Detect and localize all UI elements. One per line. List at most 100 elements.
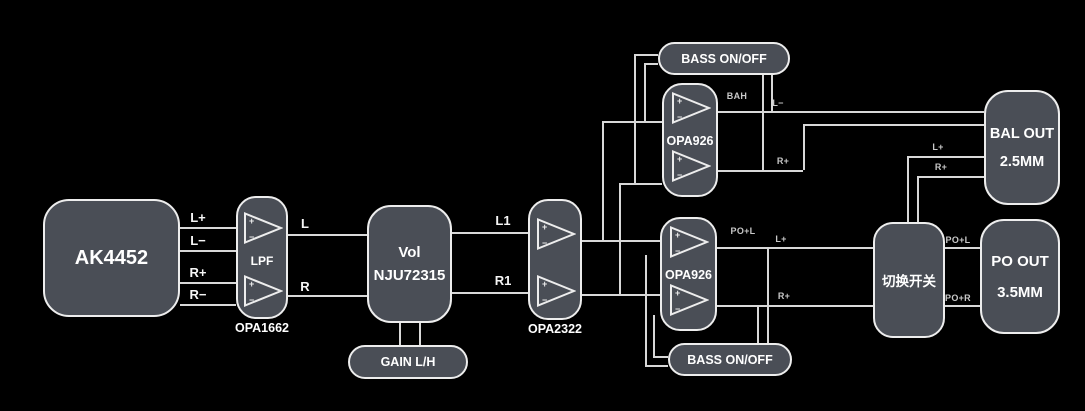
opamp-triangle-icon: + − bbox=[672, 150, 711, 182]
amp-opa926-top-block: + − OPA926 + − bbox=[662, 83, 718, 197]
opamp-triangle-icon: + − bbox=[537, 218, 576, 250]
wire bbox=[602, 121, 662, 123]
wire bbox=[180, 282, 236, 284]
net-label-bal-r-plus-top: R+ bbox=[776, 156, 790, 166]
wire bbox=[582, 294, 660, 296]
net-label-r1: R1 bbox=[494, 273, 512, 288]
wire bbox=[757, 305, 759, 343]
net-label-bal-l-minus: L− bbox=[772, 98, 784, 108]
po-out-block: PO OUT 3.5MM bbox=[980, 219, 1060, 334]
wire bbox=[907, 156, 984, 158]
wire bbox=[634, 54, 658, 56]
wire bbox=[644, 63, 646, 121]
lpf-opa1662-block: + − LPF + − bbox=[236, 196, 288, 319]
svg-text:−: − bbox=[677, 170, 682, 180]
svg-text:−: − bbox=[249, 295, 254, 305]
svg-text:+: + bbox=[677, 154, 682, 164]
net-label-r: R bbox=[300, 279, 310, 294]
net-label-po-out-r: PO+R bbox=[945, 293, 971, 303]
wire bbox=[762, 75, 764, 170]
wire bbox=[945, 305, 980, 307]
bal-out-label: BAL OUT bbox=[989, 125, 1055, 142]
svg-text:−: − bbox=[675, 246, 680, 256]
svg-text:+: + bbox=[677, 96, 682, 106]
wire bbox=[907, 156, 909, 222]
net-label-po-out-l: PO+L bbox=[945, 235, 971, 245]
net-label-amp-r-plus: R+ bbox=[777, 291, 791, 301]
net-label-bah: BAH bbox=[726, 91, 748, 101]
wire bbox=[767, 247, 769, 343]
wire bbox=[717, 305, 873, 307]
vol-label: Vol bbox=[398, 244, 421, 261]
net-label-l-plus: L+ bbox=[190, 210, 206, 225]
bal-out-block: BAL OUT 2.5MM bbox=[984, 90, 1060, 205]
wire bbox=[771, 75, 773, 111]
net-label-l: L bbox=[301, 216, 309, 231]
wire bbox=[582, 240, 660, 242]
wire bbox=[288, 295, 367, 297]
wire bbox=[718, 111, 984, 113]
opamp-triangle-icon: + − bbox=[670, 226, 709, 258]
wire bbox=[602, 121, 604, 240]
po-out-label: PO OUT bbox=[991, 252, 1049, 270]
opamp-triangle-icon: + − bbox=[672, 92, 711, 124]
svg-text:+: + bbox=[249, 216, 254, 226]
chip-label-opa1662: OPA1662 bbox=[235, 321, 289, 335]
wire bbox=[288, 234, 367, 236]
amp-bottom-label: OPA926 bbox=[664, 268, 712, 282]
svg-text:−: − bbox=[542, 238, 547, 248]
wire bbox=[718, 170, 803, 172]
bass-bottom-label: BASS ON/OFF bbox=[687, 352, 773, 367]
svg-text:+: + bbox=[675, 230, 680, 240]
buffer-opa2322-block: + − + − bbox=[528, 199, 582, 320]
opamp-triangle-icon: + − bbox=[537, 275, 576, 307]
wire bbox=[634, 54, 636, 183]
svg-text:+: + bbox=[249, 279, 254, 289]
svg-text:+: + bbox=[542, 222, 547, 232]
wire bbox=[803, 124, 805, 170]
wire bbox=[645, 365, 668, 367]
wire bbox=[917, 176, 919, 222]
amp-opa926-bottom-block: + − OPA926 + − bbox=[660, 217, 717, 331]
chip-label-opa2322: OPA2322 bbox=[528, 322, 582, 336]
net-label-l-minus: L− bbox=[190, 233, 206, 248]
po-out-size-label: 3.5MM bbox=[997, 283, 1043, 301]
bass-switch-bottom-block: BASS ON/OFF bbox=[668, 343, 792, 376]
bass-switch-top-block: BASS ON/OFF bbox=[658, 42, 790, 75]
wire bbox=[619, 183, 621, 294]
vol-chip-label: NJU72315 bbox=[373, 267, 446, 284]
bass-top-label: BASS ON/OFF bbox=[681, 51, 767, 66]
dac-label: AK4452 bbox=[74, 246, 149, 269]
opamp-triangle-icon: + − bbox=[244, 212, 283, 244]
wire bbox=[419, 322, 421, 345]
svg-text:+: + bbox=[542, 279, 547, 289]
wire bbox=[945, 247, 980, 249]
lpf-label: LPF bbox=[250, 254, 274, 268]
wire bbox=[452, 232, 528, 234]
svg-text:−: − bbox=[249, 232, 254, 242]
wire bbox=[917, 176, 984, 178]
gain-label: GAIN L/H bbox=[380, 355, 436, 369]
ak4452-dac-block: AK4452 bbox=[43, 199, 180, 317]
wire bbox=[399, 322, 401, 345]
net-label-po-plus-l: PO+L bbox=[730, 226, 756, 236]
opamp-triangle-icon: + − bbox=[244, 275, 283, 307]
net-label-amp-l-plus: L+ bbox=[775, 234, 787, 244]
wire bbox=[180, 250, 236, 252]
volume-nju72315-block: Vol NJU72315 bbox=[367, 205, 452, 323]
wire bbox=[619, 183, 662, 185]
svg-text:−: − bbox=[675, 304, 680, 314]
svg-text:−: − bbox=[677, 112, 682, 122]
net-label-bal-l-plus: L+ bbox=[932, 142, 944, 152]
wire bbox=[653, 356, 668, 358]
wire bbox=[644, 63, 658, 65]
wire bbox=[803, 124, 984, 126]
wire bbox=[180, 304, 236, 306]
switch-label: 切换开关 bbox=[882, 274, 936, 289]
amp-top-label: OPA926 bbox=[666, 134, 714, 148]
svg-text:−: − bbox=[542, 295, 547, 305]
opamp-triangle-icon: + − bbox=[670, 284, 709, 316]
net-label-r-minus: R− bbox=[189, 287, 207, 302]
wire bbox=[180, 227, 236, 229]
